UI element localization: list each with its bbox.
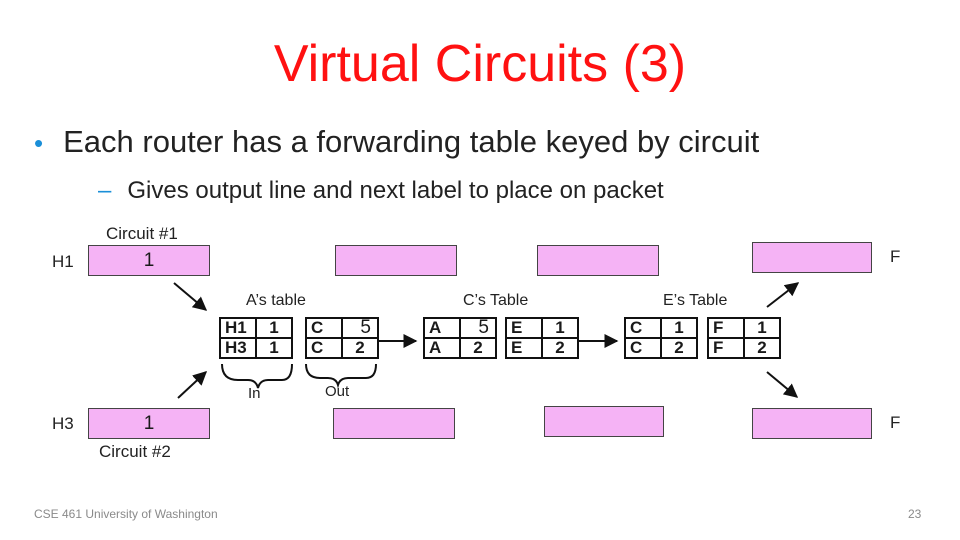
table-row: C 1	[624, 317, 698, 339]
packet-a-c	[335, 245, 457, 276]
dash-icon: –	[98, 177, 112, 204]
table-cell: 2	[341, 337, 379, 359]
table-row: C 2	[305, 337, 379, 359]
table-cell: A	[423, 337, 461, 359]
page-number: 23	[908, 507, 922, 521]
packet-e-f-bottom	[752, 408, 872, 439]
table-row: F 2	[707, 337, 781, 359]
host-h1-label: H1	[52, 252, 74, 271]
sub-bullet-item: –Gives output line and next label to pla…	[98, 177, 664, 205]
table-cell: C	[305, 337, 343, 359]
table-cell: H3	[219, 337, 257, 359]
in-brace	[221, 363, 293, 389]
arrow-e-to-f-top	[766, 282, 800, 308]
packet-c-e-2	[544, 406, 664, 437]
table-cell: 5	[341, 317, 379, 339]
table-cell: 2	[743, 337, 781, 359]
table-row: A 2	[423, 337, 497, 359]
bullet-text: Each router has a forwarding table keyed…	[63, 124, 760, 159]
table-cell: E	[505, 317, 543, 339]
table-cell: 1	[541, 317, 579, 339]
table-cell: E	[505, 337, 543, 359]
table-cell: 2	[459, 337, 497, 359]
table-row: A 5	[423, 317, 497, 339]
dest-top-label: F	[890, 247, 901, 266]
in-label: In	[248, 385, 261, 402]
e-table-in: C 1 C 2	[624, 317, 698, 359]
table-cell: 2	[660, 337, 698, 359]
table-cell: 5	[459, 317, 497, 339]
e-table-label: E’s Table	[663, 292, 728, 309]
table-cell: F	[707, 337, 745, 359]
table-row: C 5	[305, 317, 379, 339]
host-h3-label: H3	[52, 414, 74, 433]
e-table-out: F 1 F 2	[707, 317, 781, 359]
sub-bullet-text: Gives output line and next label to plac…	[127, 177, 664, 204]
table-cell: A	[423, 317, 461, 339]
packet-c-e	[537, 245, 659, 276]
table-row: H1 1	[219, 317, 293, 339]
table-row: E 1	[505, 317, 579, 339]
a-table-in: H1 1 H3 1	[219, 317, 293, 359]
table-row: H3 1	[219, 337, 293, 359]
circuit1-label: Circuit #1	[106, 224, 178, 243]
table-cell: 1	[743, 317, 781, 339]
packet-h1: 1	[88, 245, 210, 276]
table-cell: 2	[541, 337, 579, 359]
table-cell: 1	[255, 317, 293, 339]
arrow-h1-to-a	[173, 282, 208, 311]
c-table-label: C’s Table	[463, 292, 529, 309]
bullet-item: • Each router has a forwarding table keye…	[34, 124, 759, 160]
circuit2-label: Circuit #2	[99, 442, 171, 461]
bullet-dot-icon: •	[34, 128, 44, 158]
table-cell: 1	[255, 337, 293, 359]
arrow-h3-to-a	[177, 371, 208, 399]
packet-h3: 1	[88, 408, 210, 439]
footer-credit: CSE 461 University of Washington	[34, 507, 218, 521]
packet-a-c-2	[333, 408, 455, 439]
a-table-label: A’s table	[246, 292, 306, 309]
dest-bottom-label: F	[890, 413, 901, 432]
table-cell: F	[707, 317, 745, 339]
slide-title: Virtual Circuits (3)	[273, 35, 687, 93]
out-label: Out	[325, 383, 350, 400]
table-cell: C	[305, 317, 343, 339]
table-cell: C	[624, 317, 662, 339]
a-table-out: C 5 C 2	[305, 317, 379, 359]
table-row: E 2	[505, 337, 579, 359]
table-row: C 2	[624, 337, 698, 359]
packet-e-f-top	[752, 242, 872, 273]
c-table-out: E 1 E 2	[505, 317, 579, 359]
c-table-in: A 5 A 2	[423, 317, 497, 359]
arrow-e-to-f-bottom	[766, 371, 799, 398]
table-cell: 1	[660, 317, 698, 339]
table-cell: H1	[219, 317, 257, 339]
table-cell: C	[624, 337, 662, 359]
table-row: F 1	[707, 317, 781, 339]
out-brace	[305, 363, 377, 389]
